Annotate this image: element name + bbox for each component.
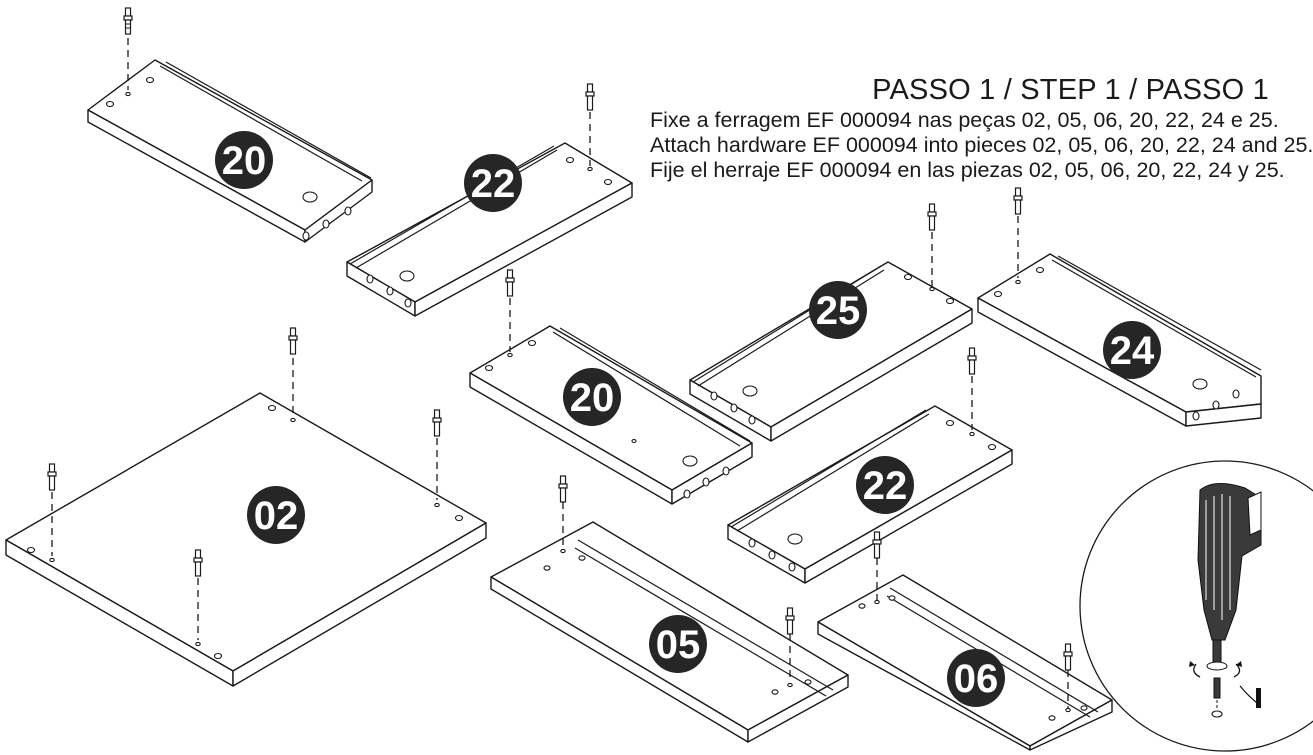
part-badge: 22	[856, 456, 914, 514]
dowel-pin-icon	[288, 327, 298, 355]
part-label: 25	[816, 289, 861, 333]
dowel-pin-icon	[1013, 187, 1023, 215]
dowel-pin-icon	[927, 203, 937, 231]
dowel-pin-icon	[47, 463, 57, 491]
dowel-pin-icon	[967, 347, 977, 375]
dowel-pin-icon	[505, 269, 515, 297]
dowel-pin-icon	[123, 7, 133, 35]
dowel-pin-icon	[193, 549, 203, 577]
dowel-pin-icon	[872, 531, 882, 559]
part-badge: 05	[649, 615, 707, 673]
part-label: 20	[222, 139, 267, 183]
dowel-pin-icon	[785, 607, 795, 635]
part-badge: 20	[563, 368, 621, 426]
panel-part-02	[5, 358, 487, 687]
step-title: PASSO 1 / STEP 1 / PASSO 1	[872, 74, 1269, 106]
power-drill-icon	[1189, 483, 1262, 718]
diagram-canvas: 20 22	[5, 7, 1313, 752]
part-label: 24	[1110, 329, 1155, 373]
part-badge: 06	[947, 649, 1005, 707]
part-label: 20	[570, 376, 615, 420]
part-badge: 02	[247, 486, 305, 544]
instruction-spanish: Fije el herraje EF 000094 en las piezas …	[650, 158, 1285, 182]
assembly-diagram: 20 22	[5, 7, 1313, 752]
part-label: 22	[471, 162, 516, 206]
dowel-pin-icon	[585, 83, 595, 111]
instruction-portuguese: Fixe a ferragem EF 000094 nas peças 02, …	[650, 108, 1279, 132]
panel-part-24	[977, 216, 1262, 427]
part-badge: 25	[809, 281, 867, 339]
panel-part-22-top	[346, 112, 633, 317]
step-header: PASSO 1 / STEP 1 / PASSO 1 Fixe a ferrag…	[650, 73, 1313, 182]
detail-callout	[1079, 460, 1313, 752]
part-label: 02	[254, 494, 299, 538]
dowel-pin-icon	[558, 475, 568, 503]
dowel-pin-icon	[432, 409, 442, 437]
part-label: 22	[863, 464, 908, 508]
instruction-english: Attach hardware EF 000094 into pieces 02…	[650, 133, 1313, 157]
part-badge: 20	[215, 131, 273, 189]
dowel-pin-icon	[1063, 643, 1073, 671]
part-label: 05	[656, 623, 701, 667]
part-badge: 24	[1103, 321, 1161, 379]
part-label: 06	[954, 657, 999, 701]
part-badge: 22	[464, 154, 522, 212]
